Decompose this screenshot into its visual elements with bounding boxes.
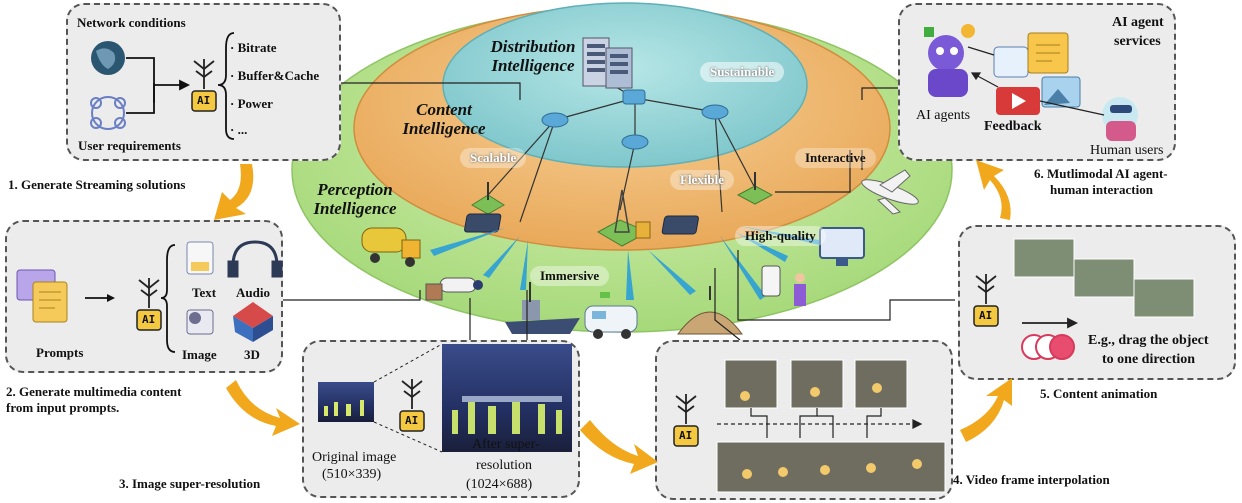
tanker-truck-icon bbox=[361, 227, 421, 267]
text-file-icon bbox=[186, 241, 214, 275]
motion-circles-icon bbox=[1021, 334, 1075, 360]
cctv-camera-icon bbox=[425, 277, 483, 301]
ship-icon bbox=[505, 282, 580, 334]
tablet-user-icon bbox=[761, 265, 806, 306]
ai-chip-icon-1 bbox=[191, 59, 217, 112]
panel3-graphics bbox=[318, 343, 572, 453]
ai-chip-icon-3 bbox=[399, 379, 425, 432]
ai-chip-icon-5 bbox=[973, 274, 999, 327]
streaming-item-power: · Power bbox=[230, 96, 273, 111]
user-requirements-label: User requirements bbox=[78, 138, 181, 153]
monitor-icon bbox=[819, 227, 865, 266]
ai-agents-label: AI agents bbox=[916, 108, 971, 123]
output-text-label: Text bbox=[192, 285, 217, 300]
server-rack-icon bbox=[582, 37, 633, 89]
agent-services-label-1: AI agent bbox=[1112, 15, 1164, 30]
prompts-label: Prompts bbox=[36, 345, 84, 360]
headphones-icon bbox=[227, 240, 283, 278]
output-audio-label: Audio bbox=[236, 285, 270, 300]
house-3d-icon bbox=[233, 302, 273, 342]
content-layer-title: Content Intelligence bbox=[402, 100, 486, 138]
animation-desc-2: to one direction bbox=[1102, 352, 1196, 367]
ai-chip-icon-2 bbox=[136, 278, 162, 331]
document-service-icon bbox=[1027, 32, 1069, 74]
streaming-item-more: · ... bbox=[230, 122, 248, 137]
feature-high-quality: High-quality bbox=[735, 226, 826, 246]
feature-scalable: Scalable bbox=[460, 148, 527, 168]
ai-agent-robot-icon bbox=[924, 24, 975, 97]
network-conditions-label: Network conditions bbox=[77, 15, 186, 30]
feature-sustainable: Sustainable bbox=[700, 62, 785, 82]
caption-agent-interaction-1: 6. Mutlimodal AI agent- bbox=[1034, 166, 1168, 181]
drone-icon bbox=[600, 292, 610, 298]
image-service-icon bbox=[1041, 76, 1081, 108]
prompt-document-icon bbox=[16, 269, 68, 323]
human-users-label: Human users bbox=[1090, 143, 1164, 158]
feedback-label: Feedback bbox=[984, 119, 1042, 134]
access-point-icons bbox=[464, 213, 699, 235]
caption-super-resolution: 3. Image super-resolution bbox=[119, 476, 261, 491]
output-image-label: Image bbox=[182, 347, 217, 362]
caption-agent-interaction-2: human interaction bbox=[1050, 182, 1153, 197]
ai-chip-label-1: AI bbox=[197, 94, 211, 107]
image-gen-icon bbox=[186, 309, 214, 335]
feature-interactive: Interactive bbox=[795, 148, 876, 168]
caption-frame-interpolation: 4. Video frame interpolation bbox=[953, 472, 1110, 487]
ai-chip-label-3: AI bbox=[405, 414, 419, 427]
video-play-icon bbox=[996, 87, 1040, 115]
agent-services-label-2: services bbox=[1114, 34, 1161, 49]
router-icons bbox=[541, 89, 729, 150]
ai-chip-label-2: AI bbox=[142, 313, 156, 326]
panel2-graphics bbox=[16, 240, 283, 353]
signal-beams bbox=[430, 226, 841, 300]
panel5-graphics bbox=[1013, 238, 1195, 360]
animation-desc-1: E.g., drag the object bbox=[1088, 333, 1209, 348]
original-image-size: (510×339) bbox=[322, 467, 382, 482]
video-frames bbox=[716, 359, 946, 493]
base-station-icons bbox=[471, 172, 774, 247]
ai-chip-label-4: AI bbox=[679, 429, 693, 442]
panel6-graphics bbox=[924, 24, 1138, 141]
streaming-item-buffer: · Buffer&Cache bbox=[230, 68, 320, 83]
vr-user-icon bbox=[1102, 97, 1138, 141]
users-network-icon bbox=[90, 96, 126, 130]
panel4-graphics bbox=[716, 359, 946, 493]
streaming-item-bitrate: · Bitrate bbox=[230, 40, 277, 55]
music-file-icon bbox=[993, 46, 1029, 78]
airplane-icon bbox=[861, 169, 919, 215]
after-sr-size: (1024×688) bbox=[466, 477, 533, 492]
panel1-graphics bbox=[90, 32, 235, 140]
caption-multimedia-2: from input prompts. bbox=[6, 400, 120, 415]
distribution-layer-title: Distribution Intelligence bbox=[490, 37, 576, 75]
animation-frames bbox=[1013, 238, 1195, 318]
feature-immersive: Immersive bbox=[530, 266, 610, 286]
original-image-label: Original image bbox=[312, 450, 397, 465]
feature-flexible: Flexible bbox=[670, 170, 735, 190]
after-sr-label-2: resolution bbox=[476, 458, 532, 473]
ai-chip-icon-4 bbox=[673, 394, 699, 447]
caption-multimedia-1: 2. Generate multimedia content bbox=[6, 384, 182, 399]
van-icon bbox=[584, 305, 638, 339]
caption-streaming: 1. Generate Streaming solutions bbox=[8, 177, 186, 192]
perception-layer-title: Perception Intelligence bbox=[313, 180, 397, 218]
ai-chip-label-5: AI bbox=[979, 309, 993, 322]
output-3d-label: 3D bbox=[244, 347, 260, 362]
caption-content-animation: 5. Content animation bbox=[1040, 386, 1158, 401]
after-sr-label-1: After super- bbox=[472, 437, 540, 452]
